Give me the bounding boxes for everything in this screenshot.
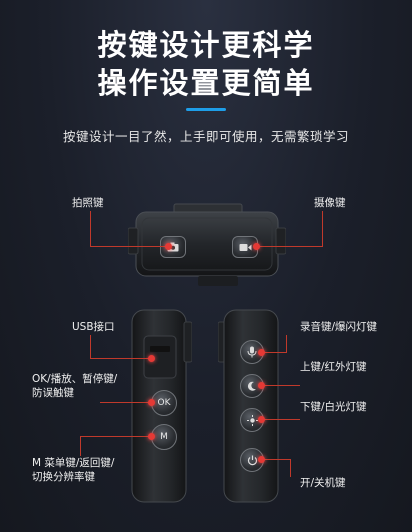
leader-line-up bbox=[262, 385, 300, 386]
device-right-side bbox=[218, 309, 279, 503]
leader-line-m bbox=[80, 436, 81, 456]
marker-record bbox=[253, 243, 260, 250]
leader-line-audio bbox=[286, 335, 287, 353]
leader-line-ok bbox=[100, 402, 150, 403]
leader-line-power bbox=[290, 459, 291, 477]
label-audio-key: 录音键/爆闪灯键 bbox=[300, 321, 378, 333]
leader-line-down bbox=[262, 419, 300, 420]
marker-photo bbox=[165, 243, 172, 250]
headline-line-2: 操作设置更简单 bbox=[97, 66, 315, 100]
leader-line-power-h bbox=[262, 459, 291, 460]
leader-line-m-h bbox=[80, 436, 150, 437]
leader-line-audio-h bbox=[262, 352, 287, 353]
marker-down bbox=[258, 416, 265, 423]
label-photo-key: 拍照键 bbox=[72, 197, 104, 209]
power-button[interactable] bbox=[240, 448, 264, 472]
headline-line-1: 按键设计更科学 bbox=[97, 28, 315, 62]
microphone-icon bbox=[247, 346, 257, 358]
label-ok-key-2: 防误触键 bbox=[32, 387, 74, 399]
label-record-key: 摄像键 bbox=[314, 197, 346, 209]
marker-ok bbox=[148, 399, 155, 406]
subtitle: 按键设计一目了然，上手即可使用，无需繁琐学习 bbox=[62, 129, 349, 144]
moon-icon bbox=[247, 381, 256, 391]
leader-line-record-h bbox=[256, 246, 322, 247]
label-usb: USB接口 bbox=[72, 321, 115, 333]
leader-line-photo-h bbox=[90, 246, 168, 247]
power-icon bbox=[247, 455, 257, 465]
label-power-key: 开/关机键 bbox=[300, 477, 346, 489]
marker-audio bbox=[258, 349, 265, 356]
device-top-view bbox=[128, 203, 286, 286]
ok-button[interactable]: OK bbox=[151, 390, 177, 416]
leader-line-photo bbox=[90, 211, 91, 247]
video-camera-icon bbox=[239, 243, 251, 251]
label-m-key-2: 切换分辨率键 bbox=[32, 471, 95, 483]
label-down-key: 下键/白光灯键 bbox=[300, 401, 367, 413]
label-up-key: 上键/红外灯键 bbox=[300, 361, 367, 373]
label-m-key-1: M 菜单键/返回键/ bbox=[32, 457, 115, 469]
marker-up bbox=[258, 382, 265, 389]
marker-m bbox=[148, 433, 155, 440]
sun-icon bbox=[246, 414, 258, 426]
accent-divider bbox=[186, 108, 226, 111]
leader-line-usb bbox=[90, 335, 91, 359]
marker-usb bbox=[148, 355, 155, 362]
leader-line-usb-h bbox=[90, 358, 150, 359]
leader-line-record bbox=[322, 211, 323, 247]
marker-power bbox=[258, 456, 265, 463]
photo-button-top[interactable] bbox=[160, 236, 186, 258]
label-ok-key-1: OK/播放、暂停键/ bbox=[32, 373, 118, 385]
